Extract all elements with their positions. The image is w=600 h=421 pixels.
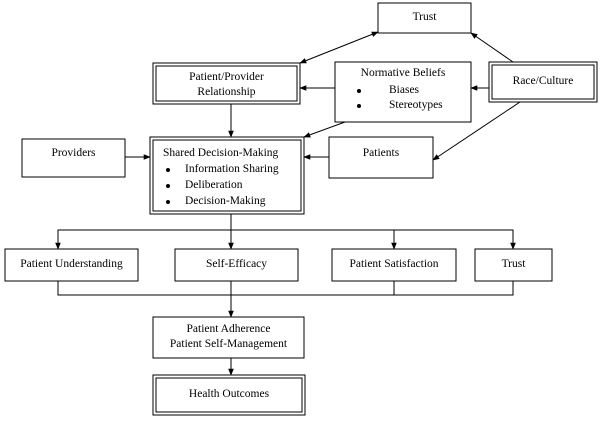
providers-label: Providers <box>51 147 96 159</box>
beliefs-to-shared-arrow <box>303 121 346 138</box>
shared-decision-item: Decision-Making <box>185 195 266 207</box>
patient-satisfaction-label: Patient Satisfaction <box>349 258 439 270</box>
bullet-icon <box>357 89 361 93</box>
bottom-bus-connector <box>57 281 514 296</box>
race-culture-box <box>488 61 598 103</box>
adherence-label-2: Patient Self-Management <box>169 338 288 350</box>
patients-label: Patients <box>362 147 400 159</box>
trust-bottom-label: Trust <box>501 258 526 270</box>
trust-top-label: Trust <box>412 11 437 23</box>
providers-box <box>21 138 126 178</box>
patient-provider-box <box>152 62 301 105</box>
race-to-patients-arrow <box>432 101 521 161</box>
bullet-icon <box>357 104 361 108</box>
trust-bottom-box <box>474 248 553 282</box>
bullet-icon <box>166 184 170 188</box>
bullet-icon <box>166 168 170 172</box>
adherence-box <box>152 316 305 359</box>
bullet-icon <box>166 200 170 204</box>
patient-understanding-label: Patient Understanding <box>20 258 123 270</box>
top-bus-connector <box>57 229 514 249</box>
shared-decision-title: Shared Decision-Making <box>163 147 279 159</box>
shared-decision-item: Deliberation <box>185 179 243 191</box>
race-culture-label: Race/Culture <box>512 75 574 87</box>
trust-relationship-arrow <box>299 31 379 64</box>
shared-decision-box <box>149 136 305 215</box>
normative-beliefs-box <box>334 61 472 123</box>
patient-understanding-box <box>4 248 139 282</box>
adherence-label-1: Patient Adherence <box>186 323 271 335</box>
health-outcomes-label: Health Outcomes <box>188 388 270 400</box>
normative-beliefs-title: Normative Beliefs <box>360 67 446 79</box>
normative-beliefs-item: Stereotypes <box>389 99 443 111</box>
race-to-trust-arrow <box>470 32 514 63</box>
self-efficacy-label: Self-Efficacy <box>205 258 268 270</box>
self-efficacy-box <box>174 248 299 282</box>
shared-decision-item: Information Sharing <box>185 163 279 175</box>
normative-beliefs-item: Biases <box>389 84 420 96</box>
patient-provider-label-2: Relationship <box>197 86 256 98</box>
health-outcomes-box <box>152 374 306 416</box>
trust-top-box <box>377 2 472 34</box>
patient-provider-label-1: Patient/Provider <box>189 71 264 83</box>
